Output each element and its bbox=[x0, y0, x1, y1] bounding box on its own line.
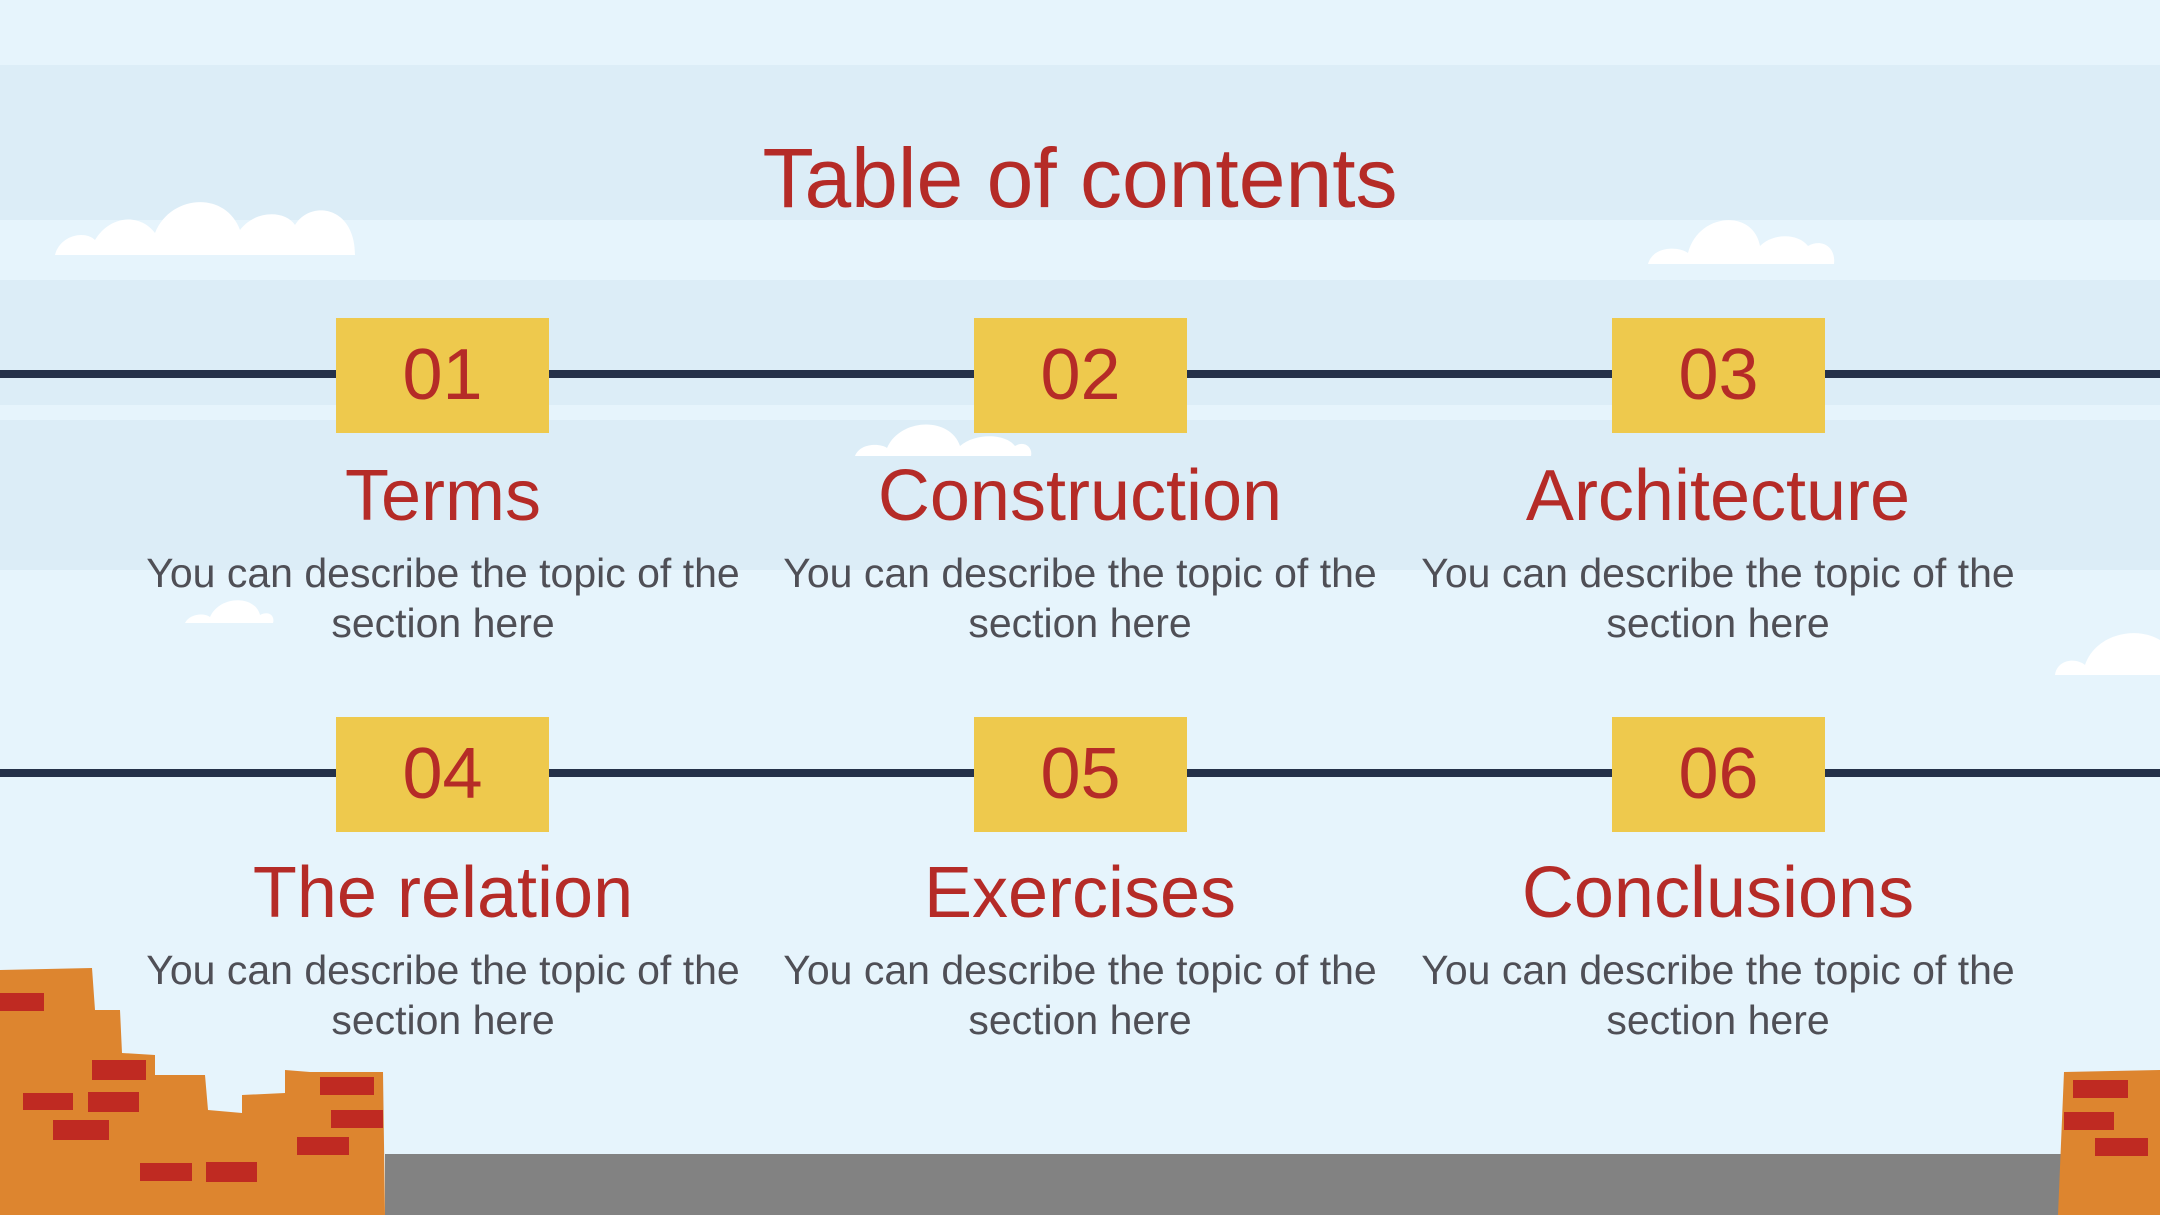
section-title: Conclusions bbox=[1521, 853, 1915, 933]
section-title: Exercises bbox=[923, 853, 1237, 933]
section-number-box: 04 bbox=[336, 717, 549, 832]
page-title: Table of contents bbox=[762, 131, 1398, 225]
cloud-icon bbox=[55, 202, 355, 255]
section-description: You can describe the topic of the sectio… bbox=[146, 550, 740, 646]
cloud-icon bbox=[2055, 633, 2160, 675]
section-description: You can describe the topic of the sectio… bbox=[783, 947, 1377, 1043]
section-description: You can describe the topic of the sectio… bbox=[783, 550, 1377, 646]
road bbox=[385, 1154, 2065, 1215]
sky-band bbox=[0, 65, 2160, 220]
section-number-box: 03 bbox=[1612, 318, 1825, 433]
section-number-box: 02 bbox=[974, 318, 1187, 433]
cloud-icon bbox=[185, 600, 274, 623]
section-title: Terms bbox=[345, 456, 541, 536]
cloud-icon bbox=[855, 424, 1032, 456]
section-title: Architecture bbox=[1525, 456, 1911, 536]
brick-wall-left bbox=[0, 968, 385, 1215]
section-description: You can describe the topic of the sectio… bbox=[146, 947, 740, 1043]
section-number-box: 05 bbox=[974, 717, 1187, 832]
section-number-box: 01 bbox=[336, 318, 549, 433]
cloud-icon bbox=[1648, 220, 1835, 264]
sky-band bbox=[0, 420, 2160, 570]
brick-wall-right bbox=[2058, 1070, 2160, 1215]
section-description: You can describe the topic of the sectio… bbox=[1421, 947, 2015, 1043]
section-title: The relation bbox=[252, 853, 634, 933]
section-description: You can describe the topic of the sectio… bbox=[1421, 550, 2015, 646]
section-title: Construction bbox=[877, 456, 1283, 536]
section-number-box: 06 bbox=[1612, 717, 1825, 832]
